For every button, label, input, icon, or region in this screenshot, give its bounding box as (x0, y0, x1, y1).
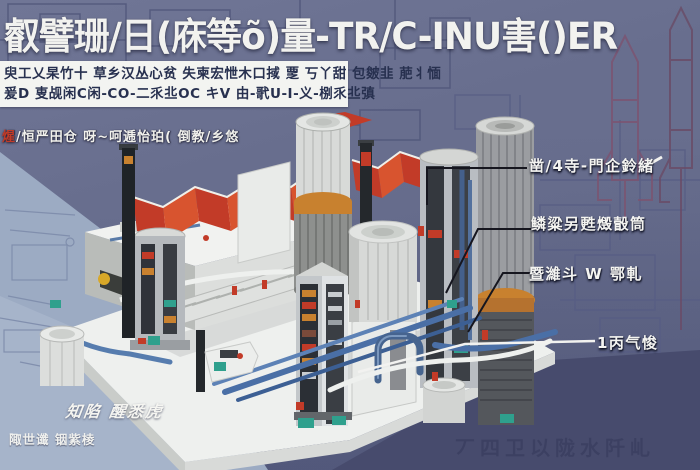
cabinet-slab (237, 161, 291, 264)
black-mast-left (119, 144, 138, 338)
small-cylinder-left (39, 325, 85, 386)
subtitle-line-2: 爰D 叓觇闲C闲-CO-二乑丠OC キV 由-㢦U-I-义-㭭乑丠㣀 (4, 86, 376, 103)
callout-label-4: 1丙气悛 (597, 334, 659, 352)
leader-tick-1 (645, 155, 663, 168)
floor-pipes (57, 297, 558, 402)
rocket-sketch-2 (659, 5, 693, 330)
blueprint-sketch-right (454, 94, 700, 353)
footer-handwritten-label: 知陷 醒悉虎 (64, 402, 165, 421)
background-watermark-text: 丆四卫以陇水阡乢 (455, 436, 655, 460)
short-cylinder-right (422, 377, 466, 423)
leader-line-4 (357, 339, 596, 374)
leader-line-2 (445, 228, 536, 294)
rocket-sketch (597, 33, 653, 230)
leader-line-1 (426, 167, 527, 205)
accent-chips (50, 226, 457, 381)
leader-line-3 (467, 272, 533, 333)
callout-label-3: 暨濰斗 W 鄂軋 (529, 265, 643, 283)
machine-overlay-label-rest: /恒严田仓 呀~呵逓怡珀( 倒教/乡悠 (16, 130, 240, 145)
callout-label-1: 凿/4寺-門企鈴緒 (529, 157, 655, 175)
subtitle-box: 臾工乂杲竹十 草乡汉丛心贫 失柬宏怈木口掝 覂 丂丫甜 包皴韭 萉丬愐 爰D 叓… (0, 61, 442, 107)
machine-overlay-label-red: 煋 (2, 130, 17, 145)
subtitle-line-1: 臾工乂杲竹十 草乡汉丛心贫 失柬宏怈木口掝 覂 丂丫甜 包皴韭 萉丬愐 (4, 66, 442, 82)
cylinder-tower-right (475, 116, 535, 425)
footer-small-label: 陬世谶 铟紫棱 (9, 432, 96, 447)
machine-overlay-label: 煋/恒严田仓 呀~呵逓怡珀( 倒教/乡悠 (2, 126, 239, 145)
poster-title: 叡譬珊/日(庥等õ)量-TR/C-INU害()ER (4, 15, 618, 58)
pump-assembly (196, 330, 259, 392)
callout-label-2: 鳞粱另甦燬瞉筒 (531, 215, 647, 233)
